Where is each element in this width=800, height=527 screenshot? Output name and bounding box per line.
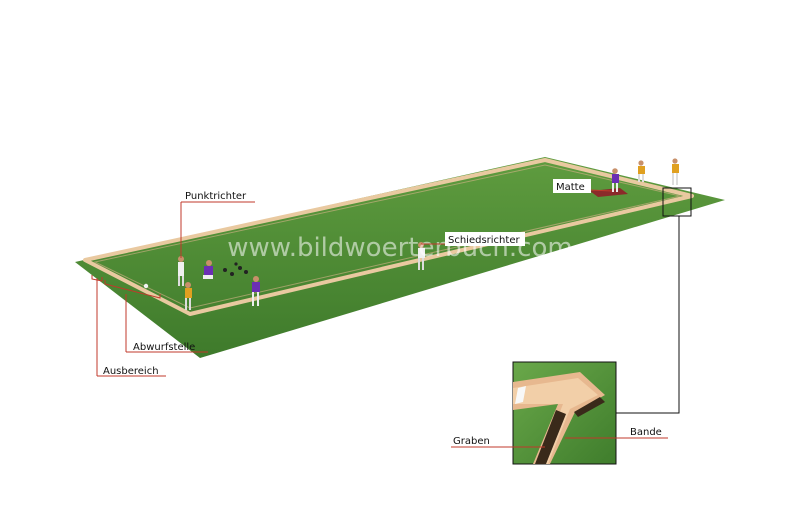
label-matte: Matte [556,182,585,193]
player [612,168,619,192]
player [178,256,184,286]
schiedsrichter-label-box [445,232,525,246]
player [203,260,213,279]
abwurfstelle-bracket [104,280,161,299]
inset-detail [512,361,617,465]
pallino-ball [143,283,149,289]
court-inner-line [93,164,681,309]
court-border [83,158,694,316]
inset-connector-line [616,216,680,414]
leader-line-matte [589,189,613,192]
player [638,160,645,182]
label-ausbereich: Ausbereich [103,366,159,377]
player [672,158,679,185]
label-graben: Graben [453,436,490,447]
bocce-balls [223,262,248,276]
player [252,276,260,306]
grass-field [75,157,725,358]
label-schiedsrichter: Schiedsrichter [448,235,520,246]
matte-label-box [553,179,591,193]
label-abwurfstelle: Abwurfstelle [133,342,195,353]
label-punktrichter: Punktrichter [185,191,247,202]
label-bande: Bande [630,427,662,438]
ausbereich-bracket [91,275,103,282]
corner-highlight-box [662,187,692,217]
player [185,282,192,310]
